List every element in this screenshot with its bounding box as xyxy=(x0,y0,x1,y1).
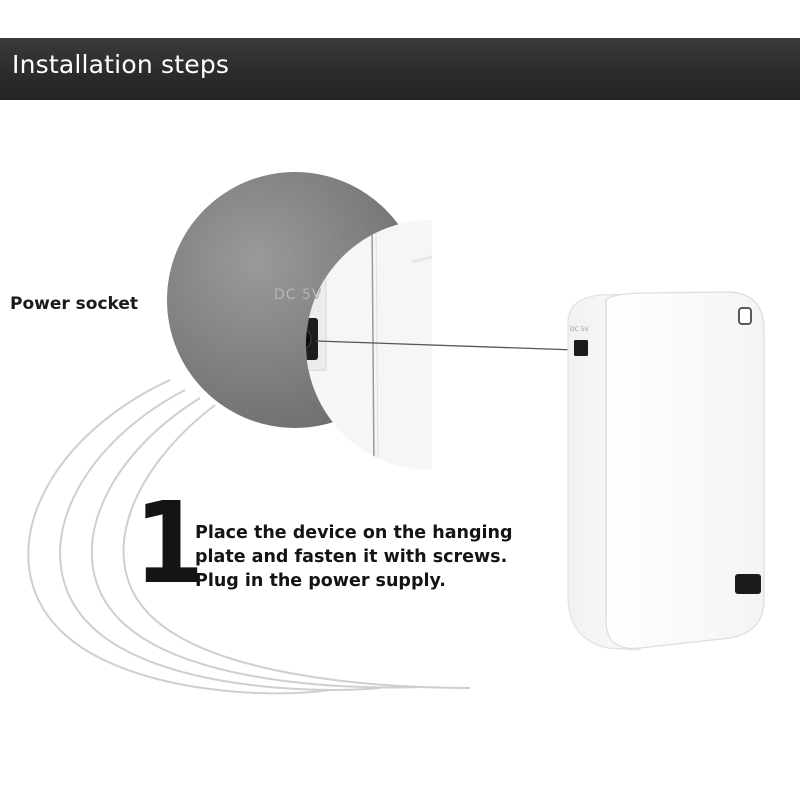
step-line: Place the device on the hanging xyxy=(195,523,513,543)
power-socket-label: Power socket xyxy=(10,294,139,314)
step-number: 1 xyxy=(134,479,205,609)
page-title: Installation steps xyxy=(12,50,230,79)
callout-line xyxy=(315,340,577,351)
zoom-port-marking: DC 5V xyxy=(274,287,323,303)
step-line: Plug in the power supply. xyxy=(195,571,446,591)
device-port xyxy=(574,340,588,356)
device-port-marking: DC 5V xyxy=(570,326,589,333)
header-bar: Installation steps xyxy=(0,38,800,100)
socket-zoom-view xyxy=(167,172,432,471)
device-indicator-icon xyxy=(735,574,761,594)
device-button-icon xyxy=(738,307,752,325)
device-unit xyxy=(567,291,765,651)
power-socket-icon xyxy=(305,318,318,360)
motion-swoosh xyxy=(27,379,471,695)
step-instructions: Place the device on the hanging plate an… xyxy=(195,521,545,593)
step-line: plate and fasten it with screws. xyxy=(195,547,508,567)
